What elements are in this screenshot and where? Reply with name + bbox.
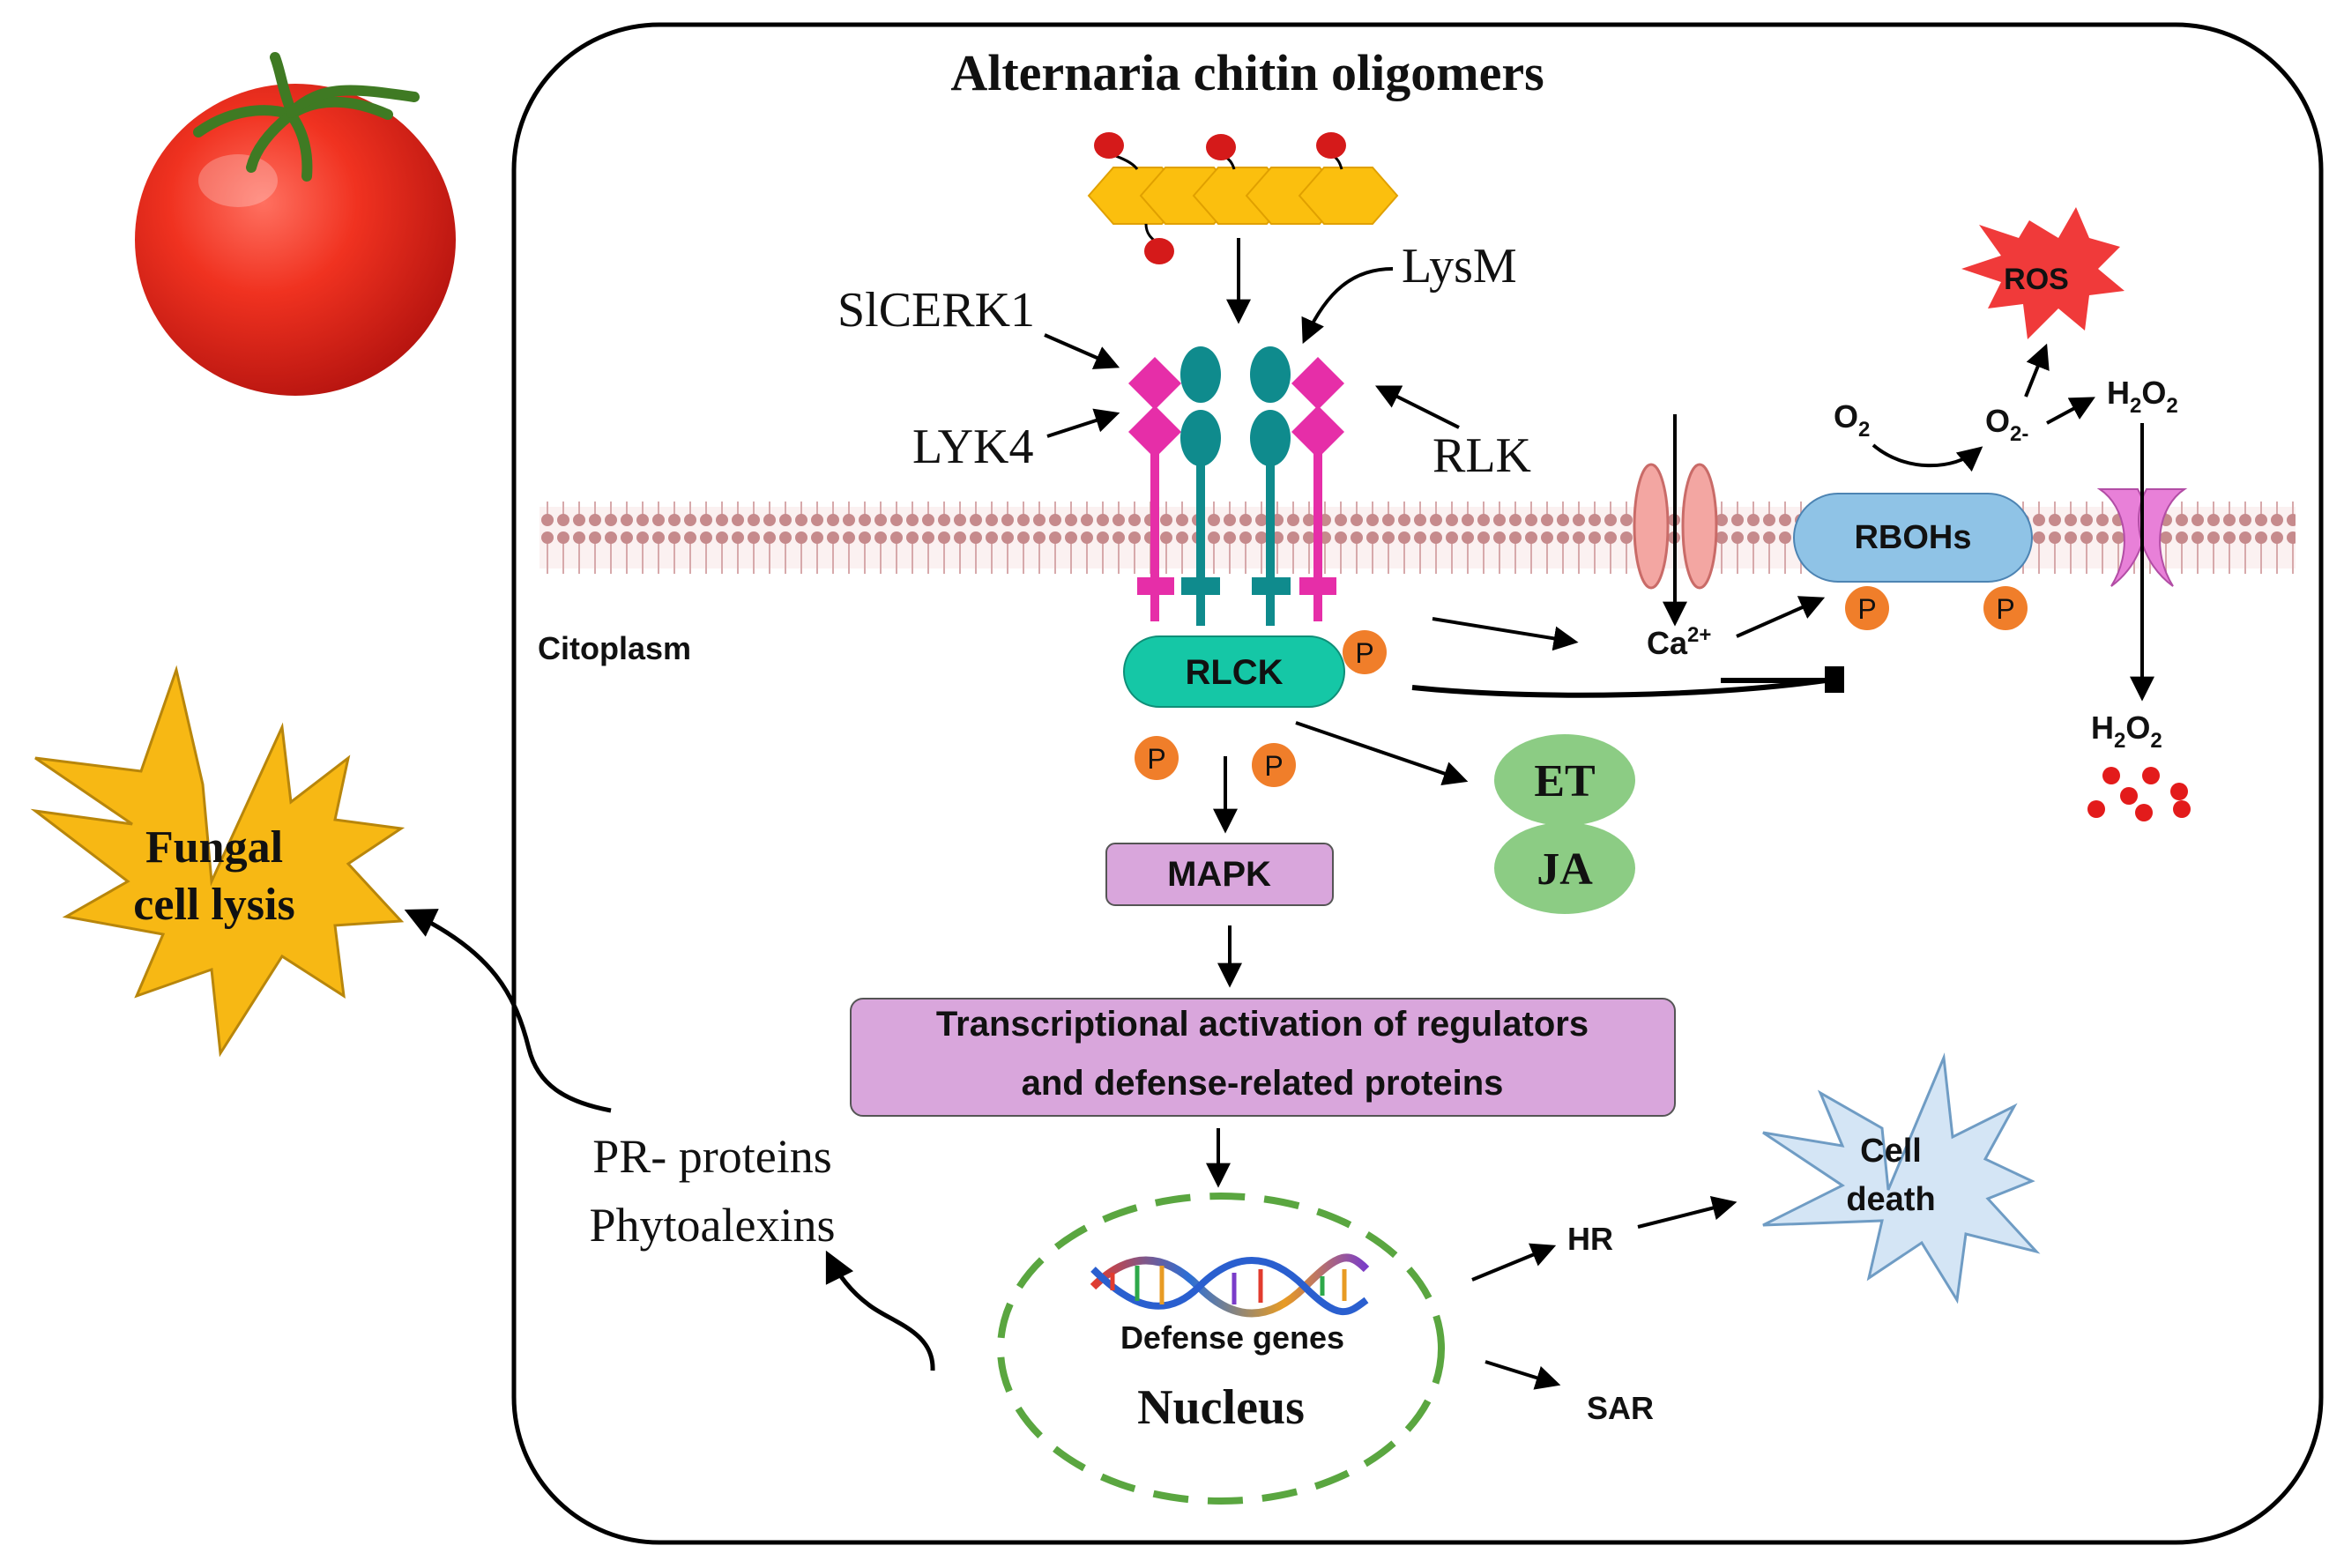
calcium-label: Ca2+ <box>1647 623 1711 661</box>
o2-subscript: 2 <box>1858 418 1870 442</box>
rbohs-label: RBOHs <box>1854 519 1971 556</box>
diagram-title: Alternaria chitin oligomers <box>950 44 1544 101</box>
cell-boundary <box>511 22 2324 1545</box>
h2o2-top-o: O <box>2141 375 2166 411</box>
ja-label: JA <box>1537 844 1593 895</box>
defense-genes-label: Defense genes <box>1120 1319 1344 1356</box>
h2o2-bottom-sub2: 2 <box>2150 729 2162 753</box>
calcium-charge: 2+ <box>1687 623 1711 647</box>
transcription-line2: and defense-related proteins <box>1022 1064 1504 1103</box>
fungal-lysis-burst <box>30 665 406 1058</box>
phospho-label-rlck: P <box>1355 637 1373 669</box>
h2o2-bottom-sub1: 2 <box>2114 729 2125 753</box>
h2o2-bottom-h: H <box>2091 710 2114 746</box>
pr-proteins-label: PR- proteins <box>592 1130 832 1183</box>
h2o2-top-sub1: 2 <box>2130 394 2141 418</box>
calcium-channel <box>1633 463 1718 590</box>
transcription-box <box>850 998 1676 1117</box>
phospho-label-rboh-2: P <box>1996 593 2014 625</box>
cell-death-burst <box>1762 1052 2041 1304</box>
o2-symbol: O <box>1834 398 1858 435</box>
rlck-label: RLCK <box>1185 653 1283 692</box>
h2o2-droplets <box>2087 767 2191 821</box>
tomato-illustration <box>135 52 456 396</box>
lyk4-label: LYK4 <box>912 420 1033 474</box>
nucleus-boundary <box>997 1193 1445 1505</box>
h2o2-top-label: H2O2 <box>2107 375 2178 418</box>
ros-label: ROS <box>2004 263 2069 296</box>
fungal-line2: cell lysis <box>133 880 294 930</box>
receptor-complex <box>1128 346 1344 626</box>
h2o2-bottom-o: O <box>2125 710 2150 746</box>
h2o2-top-sub2: 2 <box>2166 394 2177 418</box>
superoxide-symbol: O <box>1985 403 2010 439</box>
nucleus-label: Nucleus <box>1137 1380 1305 1435</box>
rbohs-box <box>1793 493 2033 583</box>
cell-death-line2: death <box>1846 1181 1935 1218</box>
rlck-box <box>1123 635 1345 708</box>
phospho-label-rboh-1: P <box>1857 593 1876 625</box>
phytoalexins-label: Phytoalexins <box>590 1199 836 1252</box>
transcription-line1: Transcriptional activation of regulators <box>936 1005 1589 1044</box>
et-node <box>1494 734 1635 826</box>
h2o2-top-h: H <box>2107 375 2130 411</box>
lysm-label: LysM <box>1402 239 1517 294</box>
sar-label: SAR <box>1587 1390 1654 1426</box>
ja-node <box>1494 822 1635 914</box>
calcium-symbol: Ca <box>1647 625 1688 661</box>
phospho-label-1: P <box>1147 743 1165 775</box>
hr-label: HR <box>1567 1221 1613 1257</box>
slcerk1-label: SlCERK1 <box>837 283 1035 338</box>
aquaporin-channel <box>2096 488 2188 587</box>
fungal-line1: Fungal <box>145 822 283 873</box>
et-label: ET <box>1534 756 1595 806</box>
cell-death-line1: Cell <box>1860 1133 1922 1170</box>
phospho-label-2: P <box>1264 750 1283 782</box>
mapk-label: MAPK <box>1167 855 1271 894</box>
ros-burst <box>1961 207 2124 339</box>
dna-helix-icon <box>1090 1253 1370 1318</box>
chitin-oligomer <box>1087 132 1399 264</box>
rlk-label: RLK <box>1432 428 1531 483</box>
superoxide-subscript: 2- <box>2010 422 2028 446</box>
o2-label: O2 <box>1834 398 1870 442</box>
mapk-box <box>1105 843 1334 906</box>
h2o2-bottom-label: H2O2 <box>2091 710 2162 753</box>
phosphate-groups <box>1135 586 2028 787</box>
citoplasm-label: Citoplasm <box>538 630 691 666</box>
superoxide-label: O2- <box>1985 403 2028 446</box>
